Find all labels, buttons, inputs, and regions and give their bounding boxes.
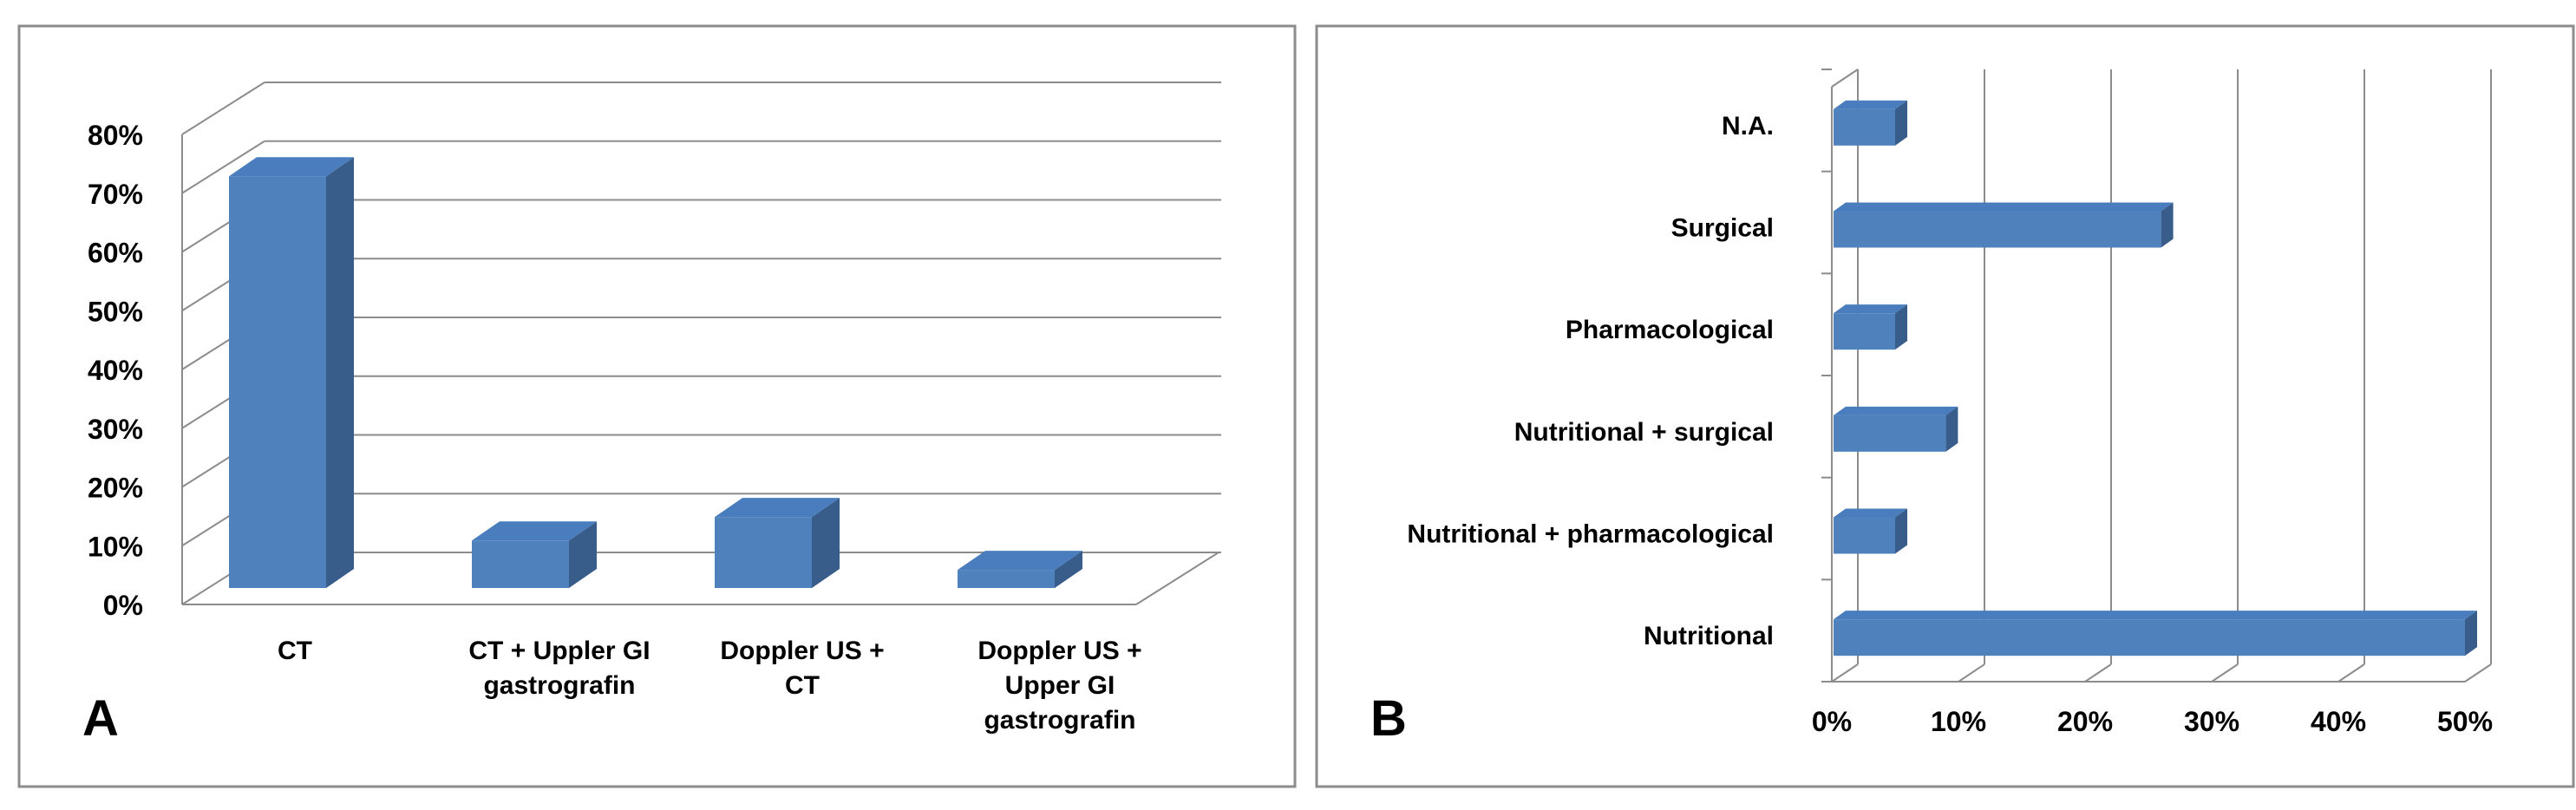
chart-a-bar-top xyxy=(472,521,597,541)
chart-a-bar xyxy=(229,176,326,588)
chart-a-ytick-label: 50% xyxy=(88,296,143,327)
chart-b-xtick-label: 0% xyxy=(1812,706,1852,737)
chart-b-bar xyxy=(1834,415,1946,452)
chart-a-category-label: Doppler US + CT xyxy=(720,637,884,700)
chart-a-category-label-line: CT + Uppler GI xyxy=(468,637,650,665)
chart-b-gridline-floor xyxy=(1831,663,1859,683)
chart-a-category-label-line: Doppler US + xyxy=(720,637,884,665)
chart-a: 0% 10% 20% 30% 40% 50% 60% 70% 80% CT CT + Uppler … xyxy=(17,24,1297,788)
chart-a-category-label-line: gastrografin xyxy=(483,671,635,700)
chart-b-gridline-floor xyxy=(2337,663,2365,683)
chart-b-bar-side xyxy=(1895,100,1907,146)
chart-b-bar-side xyxy=(1895,304,1907,350)
chart-a-bar xyxy=(715,517,812,588)
chart-b-gridline-floor xyxy=(1958,663,1985,683)
chart-b-bar xyxy=(1834,619,2465,656)
chart-b-bar-side xyxy=(1895,508,1907,554)
chart-a-ytick-label: 80% xyxy=(88,120,143,151)
chart-b-gridline-floor xyxy=(2211,663,2239,683)
chart-a-ytick-label: 70% xyxy=(88,179,143,210)
chart-b-xtick-label: 50% xyxy=(2437,706,2493,737)
chart-a-gridline-side xyxy=(181,82,265,135)
chart-b-wall-top xyxy=(1831,69,1859,88)
chart-b-bar xyxy=(1834,211,2161,248)
chart-b-xtick-label: 10% xyxy=(1931,706,1986,737)
chart-a-category-label: CT + Uppler GI gastrografin xyxy=(468,637,650,700)
chart-b-frame xyxy=(1315,24,2575,788)
chart-a-bar-side xyxy=(569,521,597,588)
chart-a-bar-top xyxy=(715,498,840,518)
chart-b-xtick-label: 40% xyxy=(2311,706,2366,737)
chart-b-category-label: Surgical xyxy=(1671,214,1774,243)
chart-a-category-label-line: Doppler US + xyxy=(977,637,1141,665)
chart-b-bar-side xyxy=(1945,406,1958,452)
chart-a-ytick-label: 20% xyxy=(88,473,143,504)
chart-a-category-label-line: CT xyxy=(278,637,312,665)
chart-a-ytick-label: 40% xyxy=(88,355,143,386)
chart-a-ytick-label: 60% xyxy=(88,238,143,269)
chart-a-ytick-label: 10% xyxy=(88,531,143,562)
chart-a-category-label-line: Upper GI xyxy=(1005,671,1115,700)
panel-a: 0% 10% 20% 30% 40% 50% 60% 70% 80% CT CT + Uppler … xyxy=(17,24,1297,788)
chart-b-bar xyxy=(1834,313,1895,350)
chart-a-bar-top xyxy=(958,551,1082,571)
chart-b-bar-top xyxy=(1834,406,1958,415)
chart-b-category-label: N.A. xyxy=(1722,112,1774,140)
chart-b-bar-top xyxy=(1834,611,2477,620)
chart-b-bar-side xyxy=(2465,611,2477,656)
chart-a-panel-letter: A xyxy=(82,690,119,747)
chart-a-category-label-line: CT xyxy=(785,671,820,700)
chart-b-gridline-floor xyxy=(2464,663,2492,683)
chart-b-xtick-label: 30% xyxy=(2184,706,2239,737)
chart-a-bar xyxy=(472,540,569,588)
chart-b-bar-top xyxy=(1834,202,2174,212)
chart-a-floor-right xyxy=(1135,552,1219,605)
chart-a-category-label-line: gastrografin xyxy=(984,706,1135,735)
chart-b-category-label: Nutritional + pharmacological xyxy=(1407,520,1774,549)
chart-b-panel-letter: B xyxy=(1370,690,1407,747)
panel-b: 0% 10% 20% 30% 40% 50% Nutritional Nutritional … xyxy=(1314,0,2576,810)
chart-b-bar-top xyxy=(1834,100,1907,109)
chart-a-bar-top xyxy=(229,157,354,177)
chart-a-category-label: Doppler US + Upper GI gastrografin xyxy=(977,637,1141,735)
chart-a-ytick-label: 0% xyxy=(103,590,143,621)
chart-a-gridline-side xyxy=(181,140,265,194)
chart-b-category-label: Nutritional xyxy=(1644,622,1774,650)
chart-b-category-label: Pharmacological xyxy=(1566,316,1774,344)
chart-a-bar-side xyxy=(326,157,354,588)
chart-b-bar xyxy=(1834,108,1895,146)
chart-b-bar-side xyxy=(2161,202,2174,248)
chart-a-category-label: CT xyxy=(278,637,312,665)
chart-a-bar-side xyxy=(812,498,840,588)
chart-b: 0% 10% 20% 30% 40% 50% Nutritional Nutritional … xyxy=(1315,24,2575,788)
chart-b-xtick-label: 20% xyxy=(2057,706,2113,737)
chart-b-gridline-floor xyxy=(2084,663,2112,683)
chart-a-bar xyxy=(958,570,1055,588)
chart-a-ytick-label: 30% xyxy=(88,414,143,445)
chart-b-category-label: Nutritional + surgical xyxy=(1514,418,1774,447)
chart-b-bar-top xyxy=(1834,508,1907,518)
chart-b-bar-top xyxy=(1834,304,1907,314)
chart-b-bar xyxy=(1834,517,1895,554)
chart-a-bar-side xyxy=(1055,551,1082,588)
